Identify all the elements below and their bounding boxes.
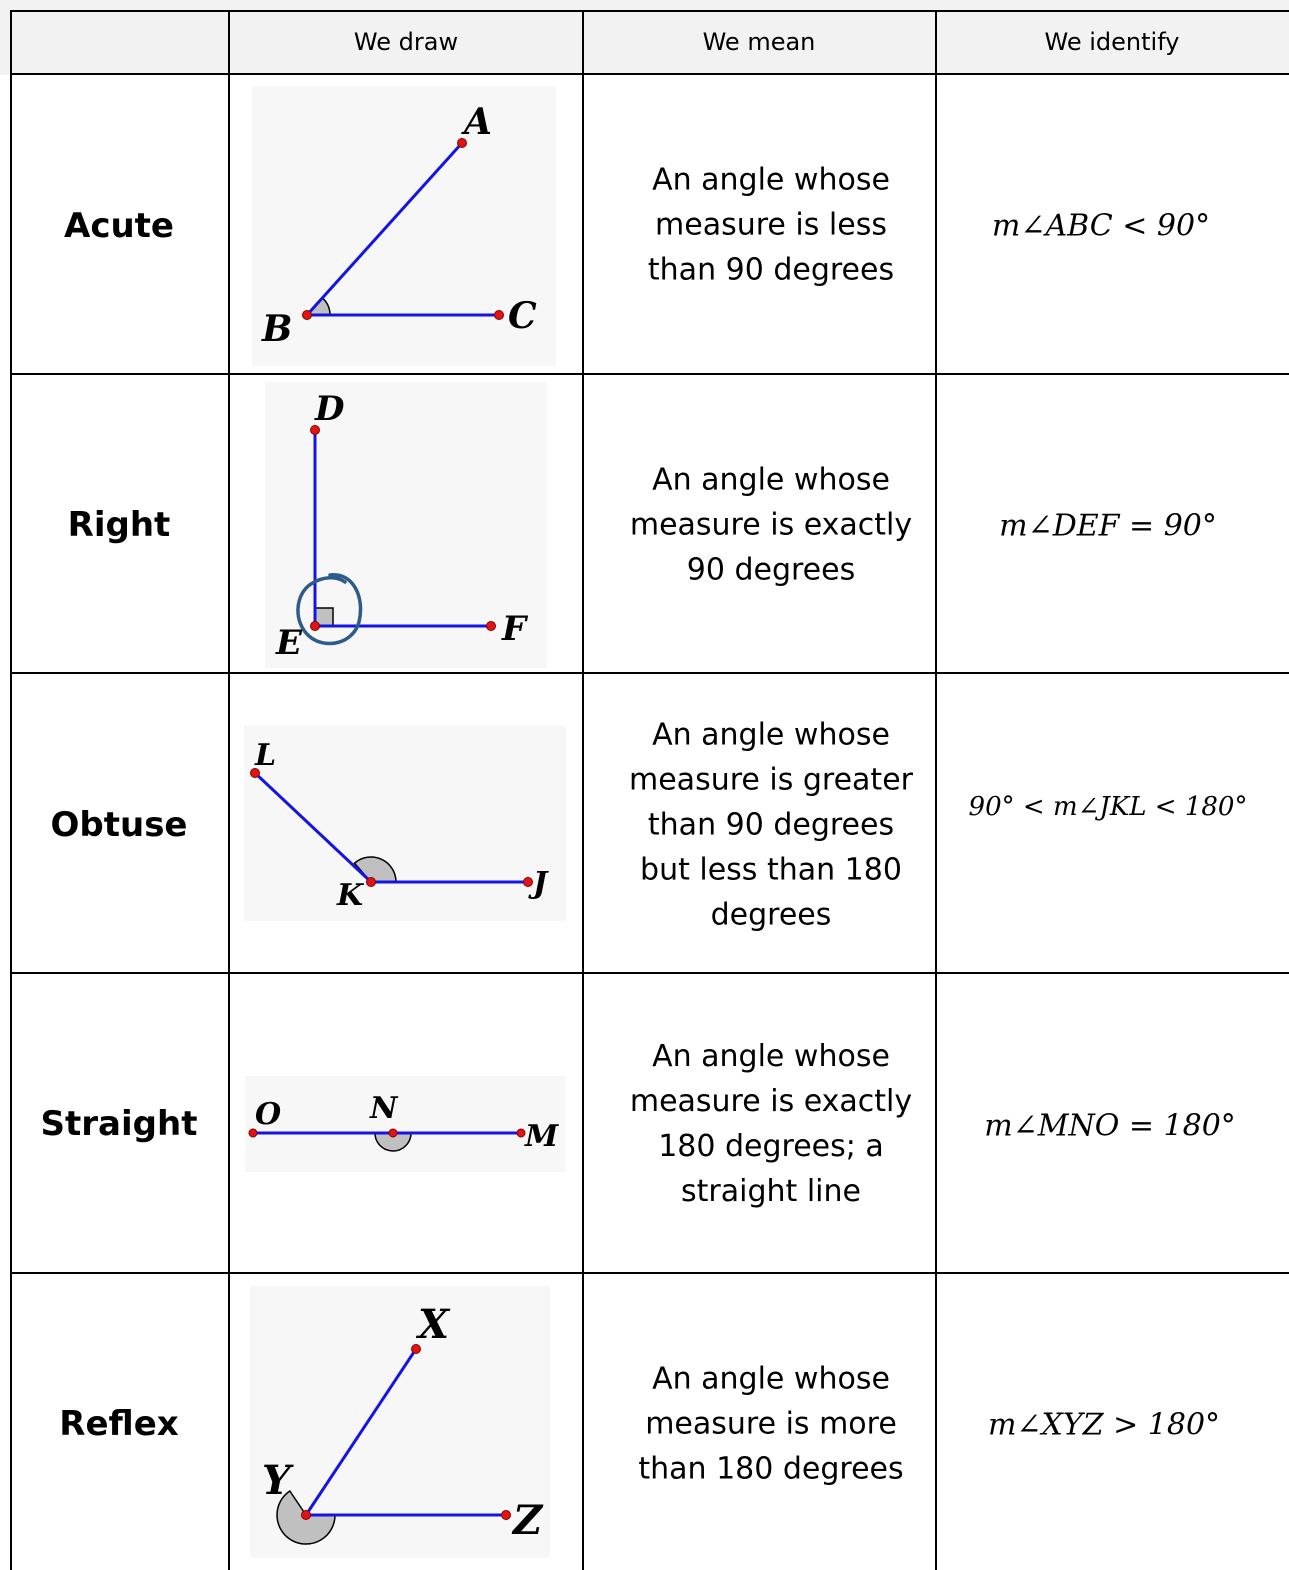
- point-e: [310, 621, 320, 631]
- point-l: [250, 768, 260, 778]
- table-border-left: [10, 10, 12, 1570]
- point-b: [302, 310, 312, 320]
- identify-right: m∠DEF = 90°: [999, 508, 1217, 544]
- angle-arc-straight: [374, 1132, 412, 1152]
- row-divider-1: [10, 73, 1289, 75]
- row-label-right: Right: [67, 505, 171, 545]
- point-c: [494, 310, 504, 320]
- meaning-obtuse: An angle whose measure is greater than 9…: [629, 717, 913, 933]
- figure-obtuse: L K J: [244, 725, 566, 921]
- label-a: A: [461, 101, 492, 143]
- meaning-right: An angle whose measure is exactly 90 deg…: [629, 462, 913, 588]
- identify-reflex: m∠XYZ > 180°: [987, 1407, 1221, 1443]
- identify-obtuse: 90° < m∠JKL < 180°: [968, 792, 1248, 822]
- point-n: [388, 1128, 398, 1138]
- label-f: F: [501, 609, 529, 649]
- label-e: E: [275, 623, 303, 663]
- row-divider-5: [10, 1272, 1289, 1274]
- point-f: [486, 621, 496, 631]
- meaning-reflex: An angle whose measure is more than 180 …: [638, 1361, 904, 1487]
- point-o: [248, 1128, 258, 1138]
- figure-straight: O N M: [245, 1076, 565, 1172]
- label-o: O: [255, 1097, 281, 1132]
- row-label-straight: Straight: [40, 1104, 198, 1144]
- point-k: [366, 877, 376, 887]
- figure-right: D E F: [265, 382, 547, 668]
- row-label-acute: Acute: [64, 206, 174, 246]
- ray-ba: [305, 141, 464, 317]
- point-j: [523, 877, 533, 887]
- point-d: [310, 425, 320, 435]
- label-l: L: [254, 738, 276, 773]
- label-c: C: [508, 295, 537, 337]
- column-divider-1: [228, 10, 230, 1570]
- label-n: N: [369, 1091, 399, 1126]
- point-m: [516, 1128, 526, 1138]
- header-row: [0, 0, 1289, 75]
- figure-acute: A B C: [252, 86, 556, 366]
- row-divider-4: [10, 972, 1289, 974]
- row-divider-2: [10, 373, 1289, 375]
- label-z: Z: [511, 1497, 544, 1544]
- column-divider-3: [935, 10, 937, 1570]
- table-border-top: [10, 10, 1289, 12]
- label-y: Y: [262, 1457, 294, 1504]
- point-x: [411, 1344, 421, 1354]
- angle-arc-obtuse: [353, 856, 397, 883]
- label-j: J: [528, 866, 549, 901]
- label-b: B: [261, 308, 292, 350]
- meaning-straight: An angle whose measure is exactly 180 de…: [629, 1039, 913, 1209]
- figure-reflex: X Y Z: [250, 1286, 550, 1558]
- handwritten-circle: [296, 573, 363, 646]
- identify-acute: m∠ABC < 90°: [991, 208, 1211, 244]
- label-k: K: [336, 878, 365, 913]
- header-we-draw: We draw: [353, 28, 459, 56]
- ray-kl: [253, 771, 373, 884]
- label-m: M: [524, 1119, 559, 1154]
- ray-yx: [304, 1348, 418, 1516]
- row-label-obtuse: Obtuse: [50, 805, 188, 845]
- point-a: [457, 138, 467, 148]
- point-y: [301, 1510, 311, 1520]
- header-we-identify: We identify: [1044, 28, 1180, 56]
- meaning-acute: An angle whose measure is less than 90 d…: [647, 162, 895, 288]
- identify-straight: m∠MNO = 180°: [984, 1108, 1236, 1144]
- header-we-mean: We mean: [702, 28, 816, 56]
- row-label-reflex: Reflex: [59, 1404, 179, 1444]
- row-divider-3: [10, 672, 1289, 674]
- column-divider-2: [582, 10, 584, 1570]
- label-d: D: [314, 389, 345, 429]
- point-z: [501, 1510, 511, 1520]
- label-x: X: [415, 1301, 451, 1348]
